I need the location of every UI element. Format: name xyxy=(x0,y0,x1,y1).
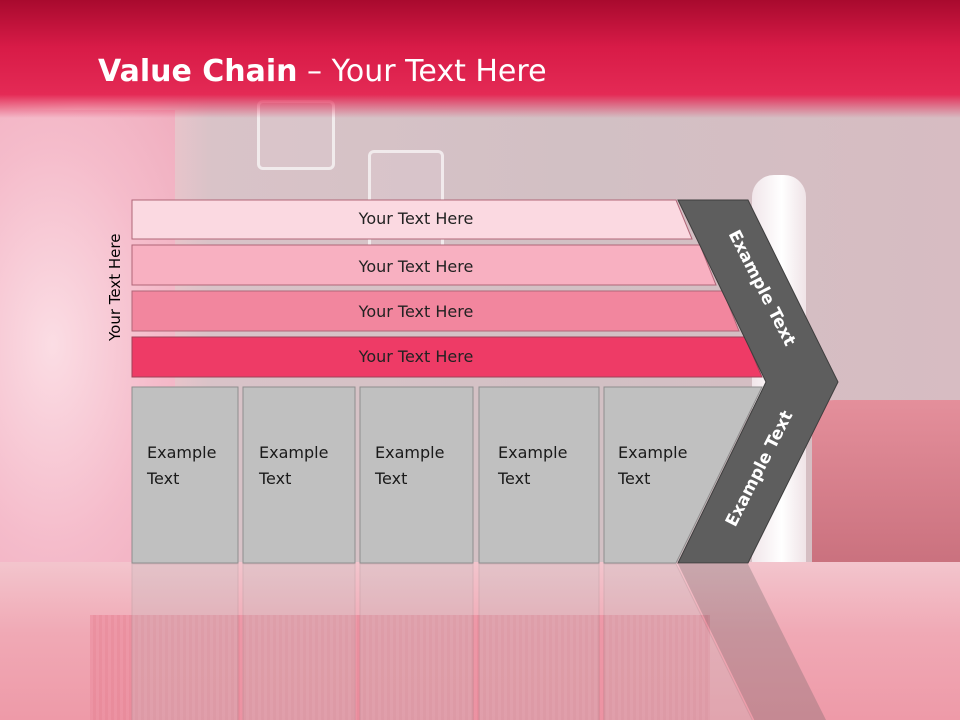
column-box-5 xyxy=(603,386,763,564)
floor-reflection xyxy=(0,562,960,720)
sofa xyxy=(812,400,960,570)
value-bar-label-4: Your Text Here xyxy=(358,347,474,366)
value-bar-1 xyxy=(131,199,693,240)
value-bar-4 xyxy=(131,336,763,378)
page-title: Value Chain – Your Text Here xyxy=(98,54,547,89)
value-chevron xyxy=(677,199,839,564)
reflection-shapes xyxy=(131,563,826,720)
value-bar-label-3: Your Text Here xyxy=(358,302,474,321)
title-bar xyxy=(0,0,960,118)
column-box-1 xyxy=(131,386,239,564)
column-box-2 xyxy=(242,386,356,564)
rug xyxy=(90,615,710,720)
column-box-4 xyxy=(478,386,600,564)
value-bar-label-2: Your Text Here xyxy=(358,257,474,276)
value-bar-label-1: Your Text Here xyxy=(358,209,474,228)
value-bar-2 xyxy=(131,244,717,286)
column-box-3 xyxy=(359,386,474,564)
value-bar-3 xyxy=(131,290,740,332)
